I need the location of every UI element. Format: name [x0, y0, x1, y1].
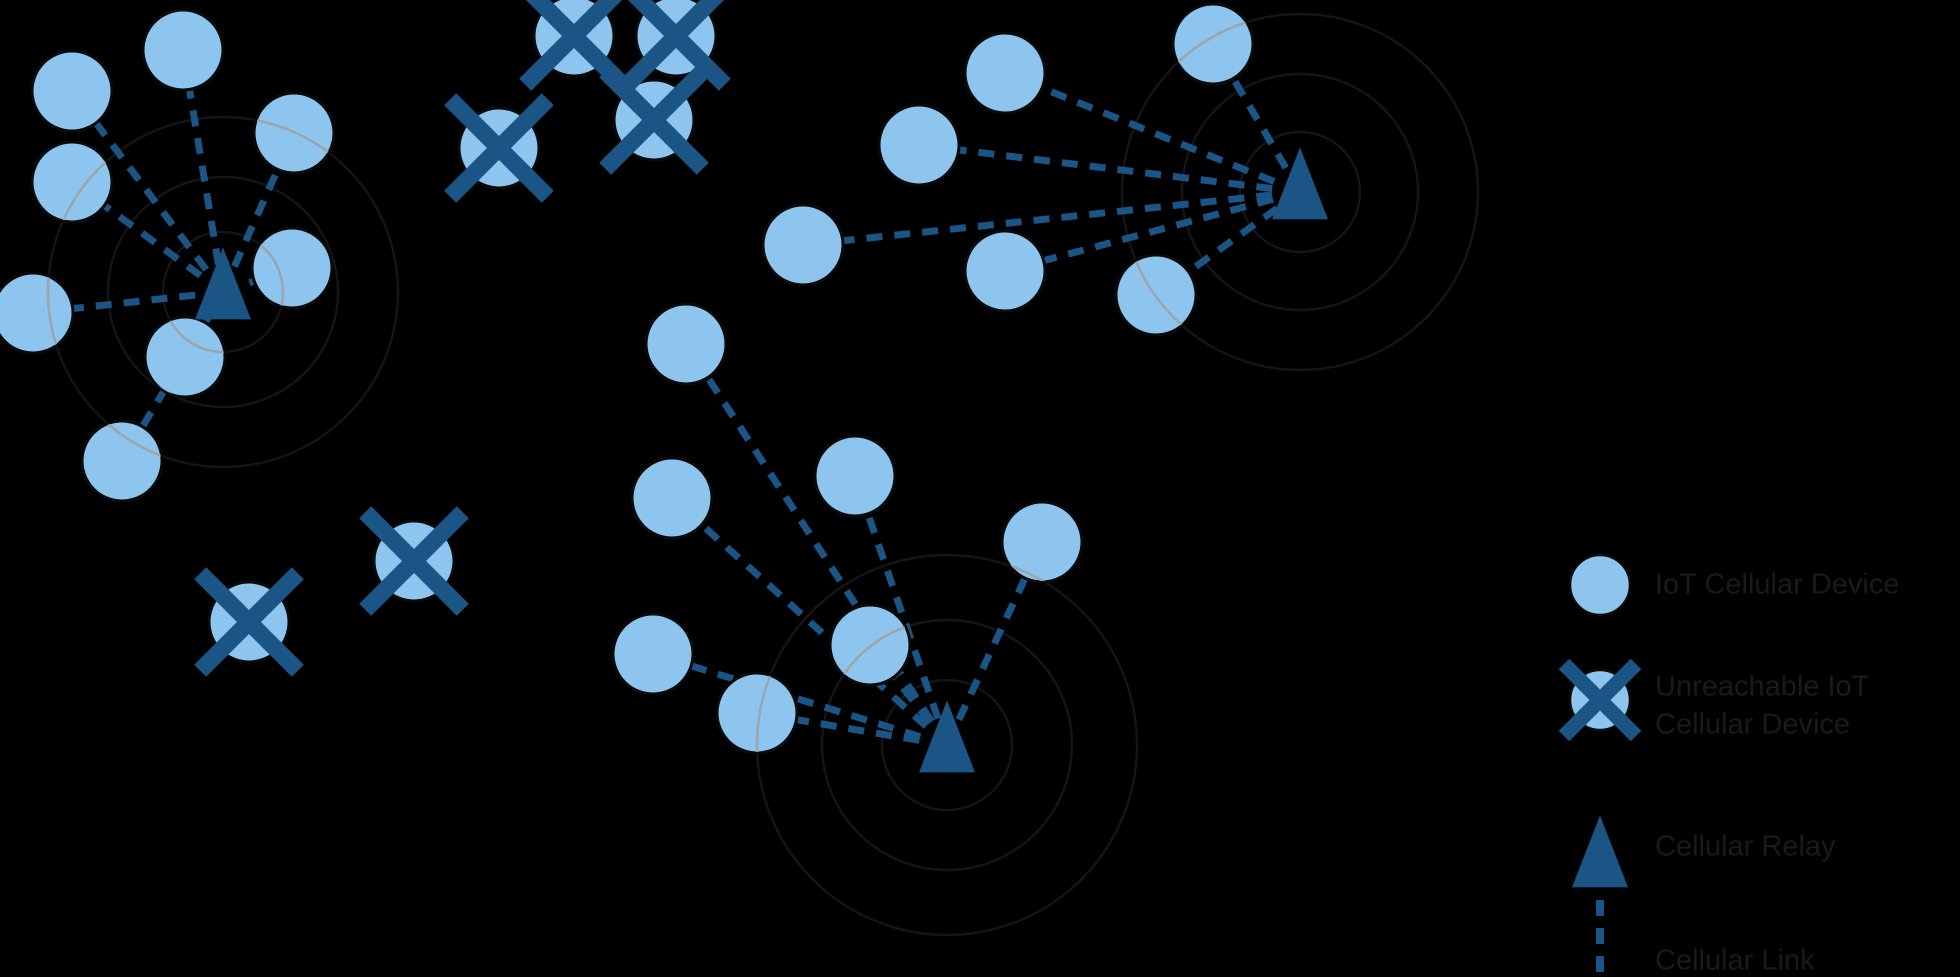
circle-icon	[1568, 553, 1632, 617]
iot-devices-layer	[0, 0, 1255, 755]
coverage-ring-highlight	[46, 274, 72, 352]
unreachable-cross-icon	[621, 0, 731, 91]
iot-cellular-device[interactable]	[30, 49, 114, 133]
coverage-ring-highlight	[755, 674, 796, 752]
cellular-link	[756, 709, 948, 749]
legend-label: Unreachable IoT	[1655, 671, 1870, 703]
iot-cellular-device[interactable]	[0, 271, 75, 355]
legend-item-iot-device[interactable]: IoT Cellular Device	[1568, 553, 1899, 617]
cellular-link	[918, 141, 1301, 196]
unreachable-cross-icon	[599, 65, 709, 175]
cellular-link	[943, 540, 1046, 747]
coverage-ring	[1238, 130, 1362, 254]
unreachable-cross-icon	[194, 567, 304, 677]
iot-cellular-device[interactable]	[813, 434, 897, 518]
coverage-ring	[1180, 72, 1420, 312]
iot-cellular-device[interactable]	[715, 671, 799, 755]
unreachable-cross-icon	[444, 93, 554, 203]
cellular-link	[651, 650, 949, 749]
cellular-link	[683, 342, 950, 747]
cross-stroke	[194, 567, 304, 677]
cross-stroke	[519, 0, 623, 91]
cellular-links-layer	[32, 42, 1304, 749]
iot-cellular-device[interactable]	[141, 8, 225, 92]
iot-cellular-device[interactable]	[963, 31, 1047, 115]
cross-stroke	[599, 65, 709, 175]
iot-cellular-device[interactable]	[1171, 2, 1255, 86]
iot-cellular-device[interactable]	[1000, 500, 1084, 584]
iot-cellular-device[interactable]	[644, 302, 728, 386]
cellular-link	[69, 88, 226, 295]
circle-x-icon	[1558, 658, 1642, 742]
iot-cellular-device[interactable]	[611, 612, 695, 696]
iot-cellular-device[interactable]	[963, 229, 1047, 313]
coverage-ring-highlight	[161, 318, 224, 354]
cross-stroke	[621, 0, 725, 91]
iot-cellular-device[interactable]	[877, 103, 961, 187]
cellular-link	[32, 288, 224, 317]
legend-label: IoT Cellular Device	[1655, 569, 1899, 601]
legend-label: Cellular Device	[1655, 709, 1850, 741]
iot-cellular-device[interactable]	[250, 226, 334, 310]
cellular-link	[1003, 69, 1302, 196]
cellular-relays-layer	[195, 147, 1328, 773]
iot-cellular-device[interactable]	[143, 315, 227, 399]
unreachable-cross-icon	[359, 506, 469, 616]
unreachable-markers-layer	[194, 0, 731, 677]
cellular-relay[interactable]	[1272, 147, 1328, 220]
iot-cellular-device[interactable]	[630, 456, 714, 540]
cellular-link	[851, 474, 951, 747]
cellular-relay[interactable]	[195, 247, 251, 320]
coverage-ring	[820, 618, 1074, 872]
coverage-ring-highlight	[253, 230, 285, 307]
coverage-ring	[106, 175, 340, 409]
iot-cellular-device[interactable]	[80, 419, 164, 503]
legend-label: Cellular Relay	[1655, 831, 1836, 863]
legend-item-unreachable-device[interactable]: Unreachable IoT Cellular Device	[1558, 658, 1870, 742]
coverage-ring	[880, 678, 1014, 812]
legend-item-cellular-link[interactable]: Cellular Link	[1596, 900, 1815, 977]
unreachable-cross-icon	[519, 0, 629, 91]
iot-cellular-device[interactable]	[761, 203, 845, 287]
cross-stroke	[359, 506, 469, 616]
legend-item-cellular-relay[interactable]: Cellular Relay	[1572, 815, 1836, 888]
cellular-link	[669, 495, 950, 748]
cross-stroke	[444, 93, 554, 203]
iot-cellular-device[interactable]	[30, 140, 114, 224]
cellular-link	[1004, 188, 1301, 275]
ring-highlight-layer	[46, 12, 1252, 752]
coverage-ring	[1120, 12, 1480, 372]
triangle-icon	[1572, 815, 1628, 888]
cellular-link	[867, 642, 950, 748]
cellular-relay[interactable]	[919, 700, 975, 773]
legend-label: Cellular Link	[1655, 945, 1815, 977]
